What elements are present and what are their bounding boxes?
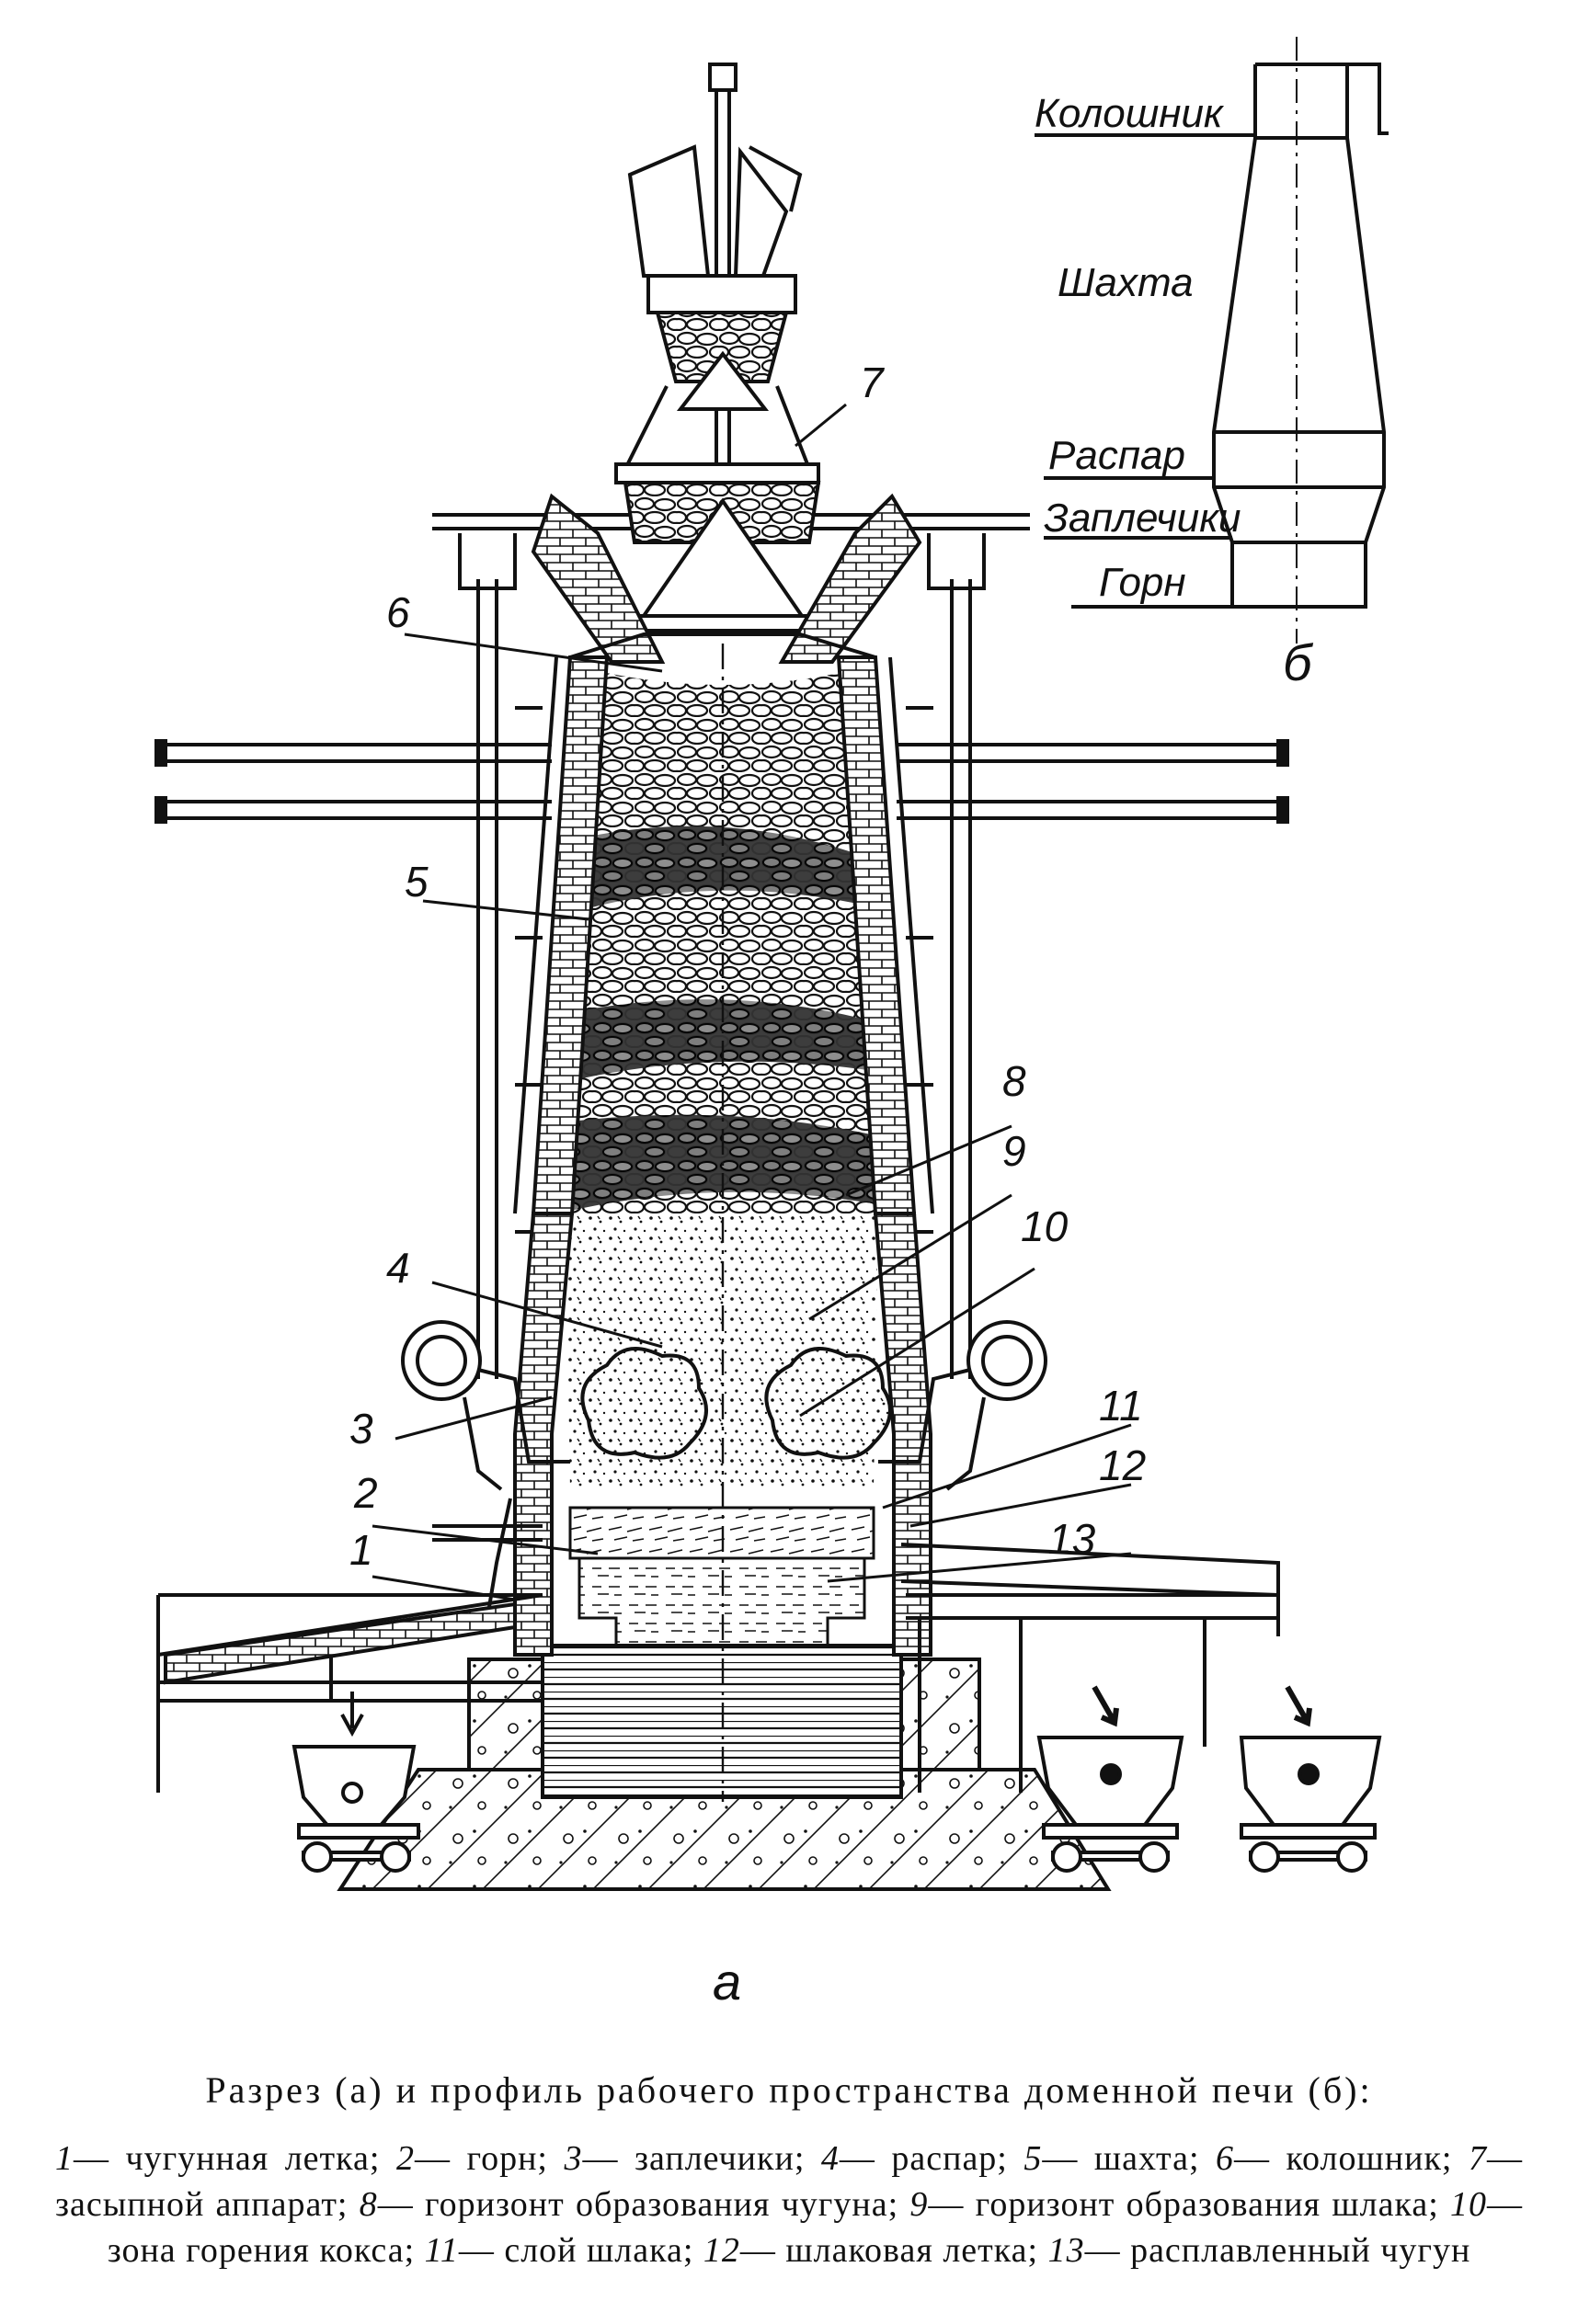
legend-text: — шлаковая летка; xyxy=(739,2231,1048,2270)
legend-number: 5 xyxy=(1023,2139,1043,2178)
coke-combustion-zone-left xyxy=(580,1347,708,1460)
legend-number: 3 xyxy=(564,2139,583,2178)
legend-text: — горизонт образования шлака; xyxy=(928,2185,1451,2224)
label-2: 2 xyxy=(353,1469,378,1517)
legend-text: — шахта; xyxy=(1042,2139,1217,2178)
legend-number: 2 xyxy=(395,2139,415,2178)
furnace-profile xyxy=(1035,37,1389,644)
legend-item: 2— горн; xyxy=(396,2139,565,2178)
label-13: 13 xyxy=(1048,1515,1096,1563)
label-10: 10 xyxy=(1021,1202,1069,1250)
legend-item: 7— засыпной аппарат; xyxy=(55,2139,1523,2224)
leader-lines xyxy=(372,403,1132,1601)
figure-caption: Разрез (а) и профиль рабочего пространст… xyxy=(55,2068,1523,2273)
cast-house xyxy=(156,1498,1280,1793)
legend-text: — колошник; xyxy=(1234,2139,1469,2178)
zone-gorn: Горн xyxy=(1099,560,1186,605)
legend-number: 10 xyxy=(1450,2185,1488,2224)
zone-raspar: Распар xyxy=(1048,433,1185,478)
legend-number: 8 xyxy=(359,2185,378,2224)
legend-number: 12 xyxy=(703,2231,740,2270)
legend-item: 9— горизонт образования шлака; xyxy=(909,2185,1450,2224)
legend-text: — слой шлака; xyxy=(458,2231,703,2270)
legend-item: 1— чугунная летка; xyxy=(55,2139,396,2178)
legend-number: 9 xyxy=(909,2185,929,2224)
legend-item: 10— зона горения кокса; xyxy=(108,2185,1523,2270)
label-12: 12 xyxy=(1099,1441,1146,1489)
callout-numbers: 7 6 5 8 9 10 4 3 11 12 13 2 1 а xyxy=(349,359,1146,2011)
ladle-car-left xyxy=(292,1692,420,1873)
ladle-car-right xyxy=(1239,1685,1382,1873)
label-4: 4 xyxy=(386,1244,410,1292)
legend-text: — чугунная летка; xyxy=(74,2139,396,2178)
legend-text: — горизонт образования чугуна; xyxy=(377,2185,910,2224)
legend-item: 11— слой шлака; xyxy=(425,2231,703,2270)
tuyeres xyxy=(401,1320,1047,1491)
legend-number: 7 xyxy=(1468,2139,1487,2178)
legend-item: 5— шахта; xyxy=(1023,2139,1216,2178)
legend-item: 4— распар; xyxy=(821,2139,1023,2178)
zone-shakhta: Шахта xyxy=(1058,260,1194,305)
legend-number: 11 xyxy=(424,2231,459,2270)
charging-apparatus xyxy=(531,63,922,664)
legend-number: 1 xyxy=(55,2139,74,2178)
ladle-car-center xyxy=(1036,1685,1184,1873)
furnace-body xyxy=(513,632,934,1802)
legend-text: — расплавленный чугун xyxy=(1084,2231,1471,2270)
zone-zaplechiki: Заплечики xyxy=(1044,496,1241,541)
legend-text: — зона горения кокса; xyxy=(107,2185,1524,2270)
zone-koloshnik: Колошник xyxy=(1035,91,1225,136)
legend-number: 6 xyxy=(1216,2139,1235,2178)
label-7: 7 xyxy=(860,359,885,406)
label-9: 9 xyxy=(1002,1127,1026,1175)
caption-title: Разрез (а) и профиль рабочего пространст… xyxy=(205,2069,1373,2111)
legend-text: — горн; xyxy=(414,2139,565,2178)
legend-item: 8— горизонт образования чугуна; xyxy=(360,2185,910,2224)
legend-item: 13— расплавленный чугун xyxy=(1048,2231,1471,2270)
caption-legend: 1— чугунная летка; 2— горн; 3— заплечики… xyxy=(55,2136,1523,2273)
legend-text: — заплечики; xyxy=(582,2139,821,2178)
label-11: 11 xyxy=(1099,1382,1143,1430)
legend-text: — засыпной аппарат; xyxy=(55,2139,1523,2224)
profile-zone-labels: Колошник Шахта Распар Заплечики Горн б xyxy=(1035,91,1314,691)
legend-number: 13 xyxy=(1047,2231,1085,2270)
label-3: 3 xyxy=(349,1405,373,1452)
label-8: 8 xyxy=(1002,1057,1026,1105)
label-5: 5 xyxy=(405,858,429,906)
legend-item: 3— заплечики; xyxy=(564,2139,820,2178)
legend-text: — распар; xyxy=(839,2139,1024,2178)
legend-item: 6— колошник; xyxy=(1216,2139,1469,2178)
legend-number: 4 xyxy=(820,2139,840,2178)
legend-item: 12— шлаковая летка; xyxy=(703,2231,1048,2270)
label-6: 6 xyxy=(386,588,410,636)
coke-combustion-zone-right xyxy=(764,1347,892,1460)
subfigure-label-a: а xyxy=(713,1953,741,2011)
subfigure-label-b: б xyxy=(1283,633,1314,691)
label-1: 1 xyxy=(349,1526,373,1574)
